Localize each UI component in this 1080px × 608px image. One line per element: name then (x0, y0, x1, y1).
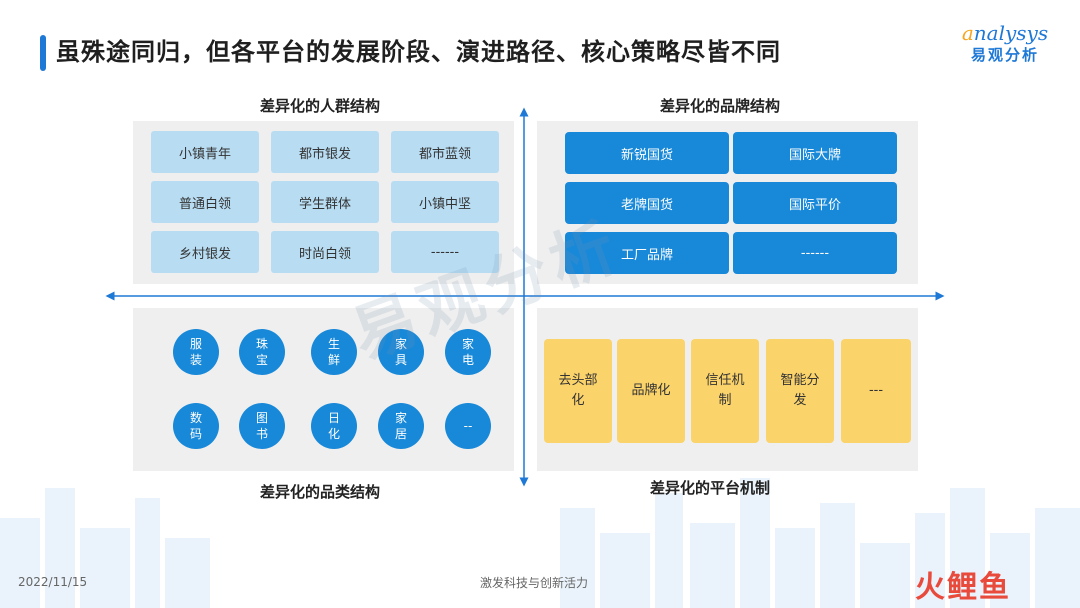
category-item: 家 居 (378, 403, 424, 449)
people-item: 都市银发 (271, 131, 379, 173)
brand-structure-label: 差异化的品牌结构 (659, 97, 780, 115)
corner-brand-logo: 火鲤鱼 (915, 570, 1011, 605)
mechanism-item: 信任机 制 (691, 339, 759, 443)
people-item: 学生群体 (271, 181, 379, 223)
brand-item: 新锐国货 (565, 132, 729, 174)
page-title: 虽殊途同归，但各平台的发展阶段、演进路径、核心策略尽皆不同 (56, 38, 781, 66)
people-item: 普通白领 (151, 181, 259, 223)
city-skyline-background (0, 478, 1080, 608)
mechanism-panel: 去头部 化 品牌化 信任机 制 智能分 发 --- (537, 308, 918, 471)
mechanism-item: 品牌化 (617, 339, 685, 443)
people-item: 乡村银发 (151, 231, 259, 273)
mechanism-label: 差异化的平台机制 (649, 479, 770, 497)
brand-item: 国际平价 (733, 182, 897, 224)
people-structure-label: 差异化的人群结构 (259, 97, 380, 115)
category-item: 家 具 (378, 329, 424, 375)
footer-date: 2022/11/15 (18, 575, 88, 589)
people-item: 时尚白领 (271, 231, 379, 273)
people-item: ------ (391, 231, 499, 273)
people-item: 小镇中坚 (391, 181, 499, 223)
category-item: 日 化 (311, 403, 357, 449)
category-item: 珠 宝 (239, 329, 285, 375)
mechanism-item: 智能分 发 (766, 339, 834, 443)
brand-item: 工厂品牌 (565, 232, 729, 274)
people-panel: 小镇青年 都市银发 都市蓝领 普通白领 学生群体 小镇中坚 乡村银发 时尚白领 … (133, 121, 514, 284)
category-item: 服 装 (173, 329, 219, 375)
title-accent-bar (40, 35, 46, 71)
category-structure-label: 差异化的品类结构 (259, 483, 380, 501)
mechanism-item: --- (841, 339, 911, 443)
brand-item: 老牌国货 (565, 182, 729, 224)
people-item: 都市蓝领 (391, 131, 499, 173)
people-item: 小镇青年 (151, 131, 259, 173)
category-item: 数 码 (173, 403, 219, 449)
category-panel: 服 装 珠 宝 生 鲜 家 具 家 电 数 码 图 书 日 化 家 居 -- (133, 308, 514, 471)
brand-item: ------ (733, 232, 897, 274)
analysys-logo: analysys 易观分析 (961, 21, 1049, 64)
category-item: 生 鲜 (311, 329, 357, 375)
category-item: 家 电 (445, 329, 491, 375)
brand-item: 国际大牌 (733, 132, 897, 174)
footer-slogan: 激发科技与创新活力 (480, 576, 589, 590)
mechanism-item: 去头部 化 (544, 339, 612, 443)
category-item: 图 书 (239, 403, 285, 449)
category-item: -- (445, 403, 491, 449)
brand-panel: 新锐国货 国际大牌 老牌国货 国际平价 工厂品牌 ------ (537, 121, 918, 284)
